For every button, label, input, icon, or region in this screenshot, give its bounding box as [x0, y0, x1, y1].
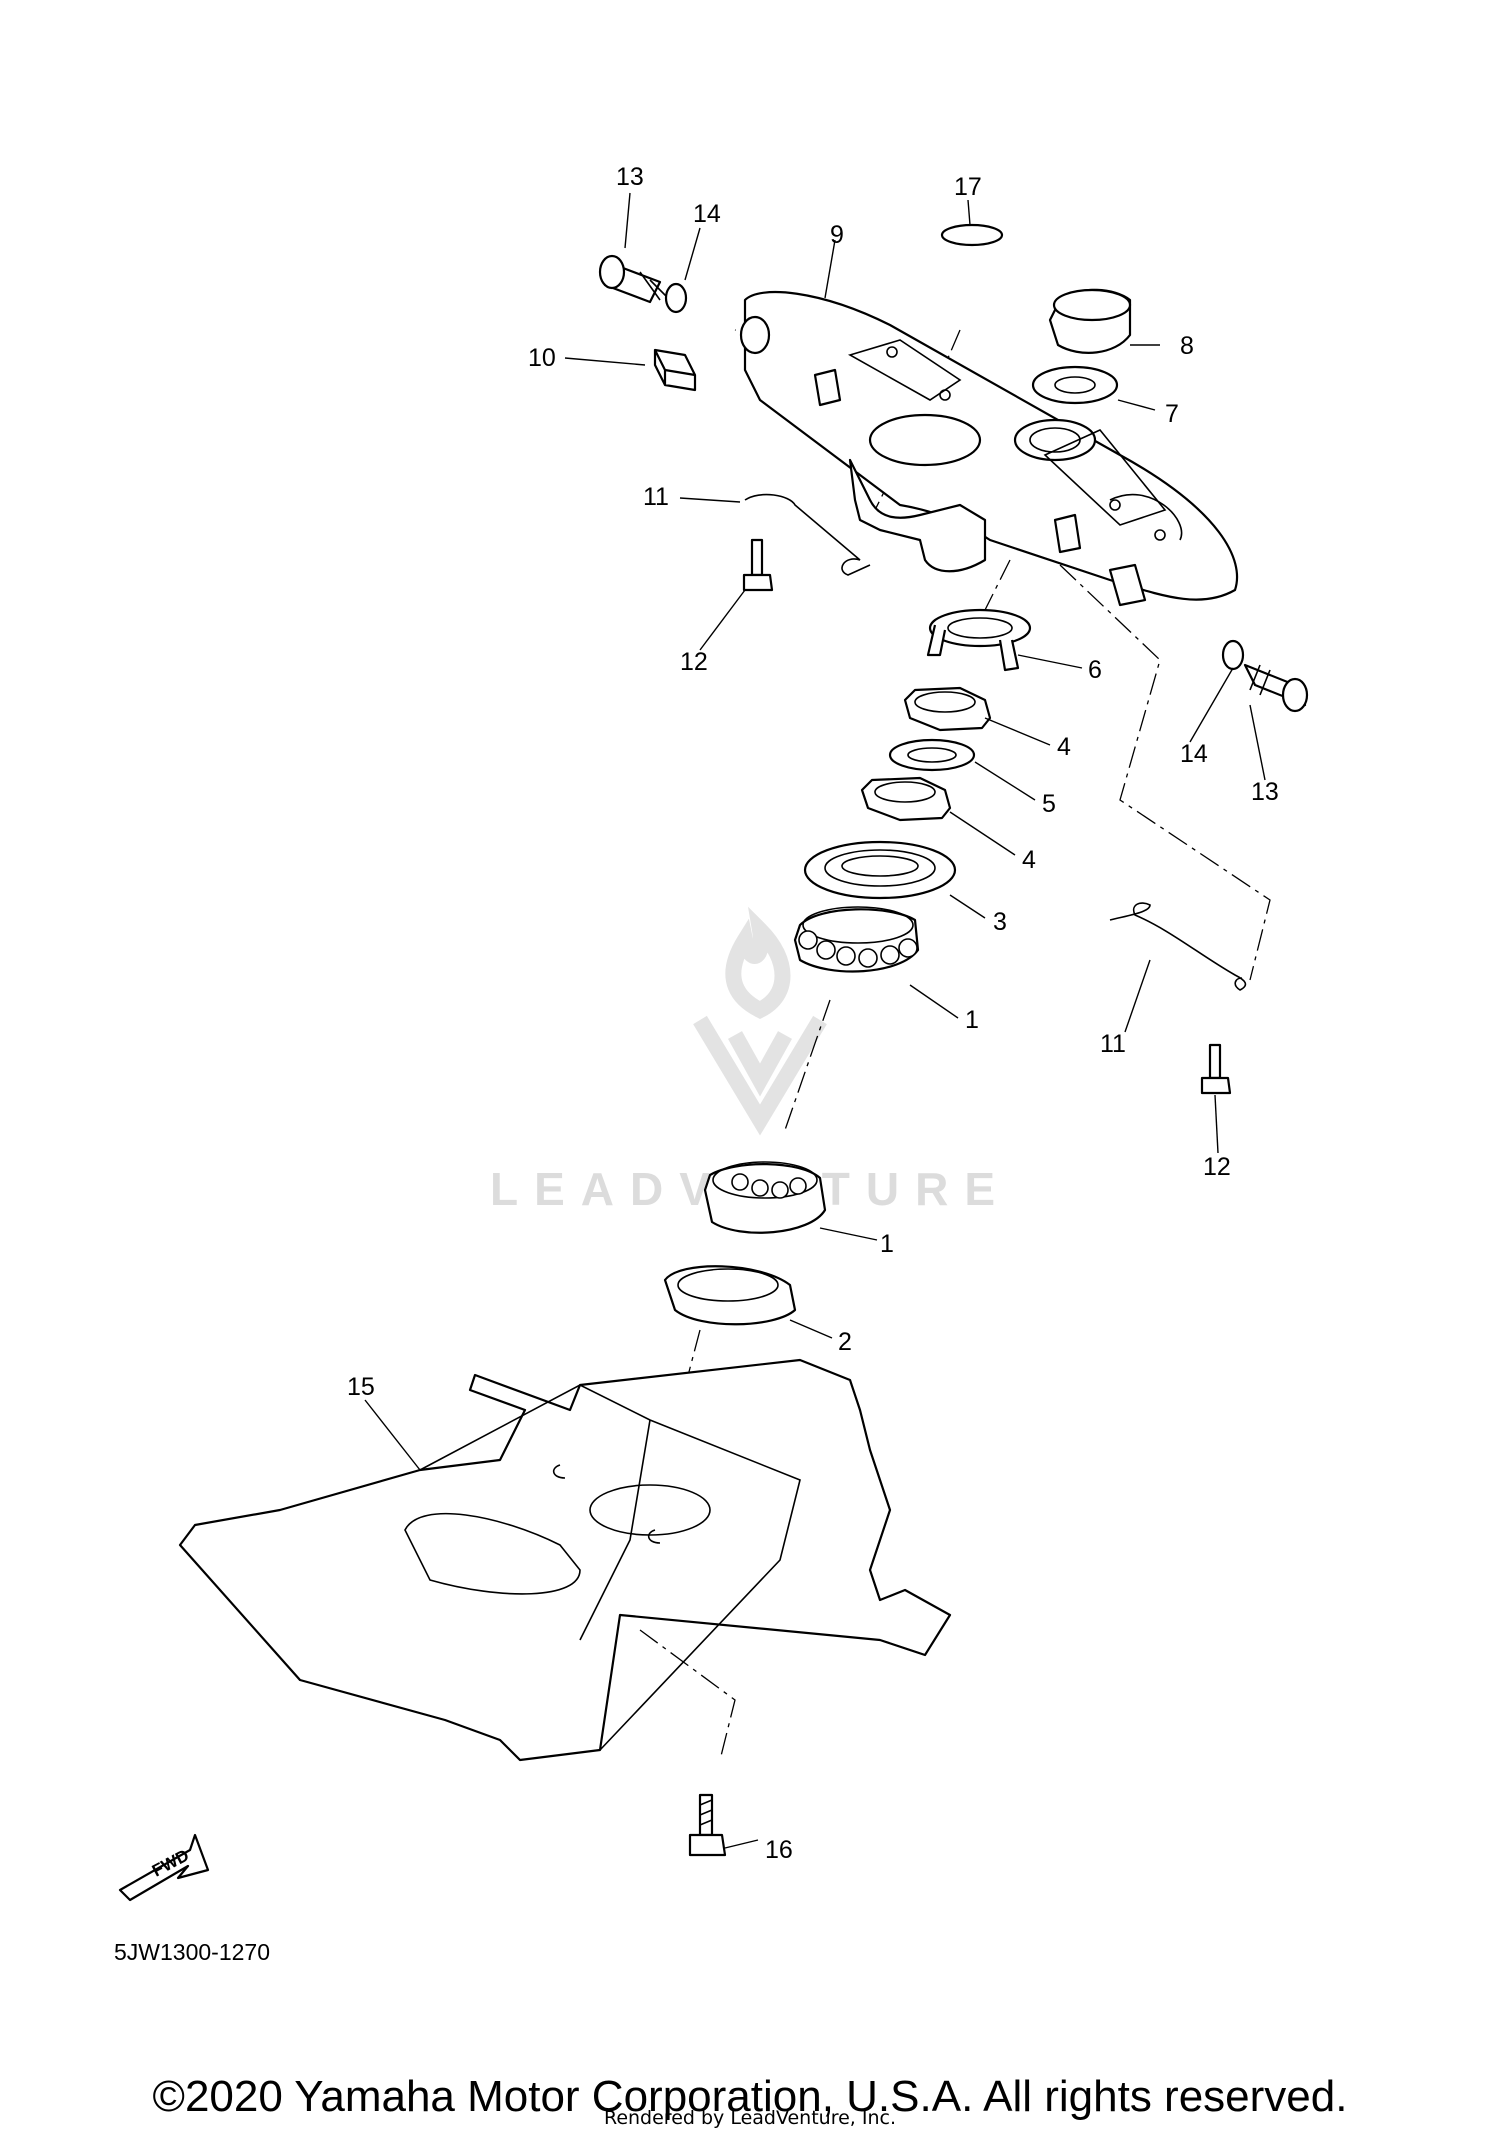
callout-17: 17	[954, 173, 982, 201]
callout-11-lower: 11	[1100, 1030, 1126, 1058]
bolt-13-right	[1243, 663, 1309, 713]
wire-clip-11-upper	[744, 493, 871, 576]
washer-14-right	[1221, 639, 1245, 671]
callout-5: 5	[1042, 790, 1056, 818]
callout-10: 10	[528, 344, 556, 372]
callout-14-right: 14	[1180, 740, 1208, 768]
ring-nut-4-upper	[903, 686, 992, 732]
diagram-code: 5JW1300-1270	[114, 1939, 270, 1965]
ring-nut-4-lower	[860, 776, 952, 822]
dust-seal-3	[803, 840, 957, 900]
callout-numbers: 13 14 9 17 8 7 10 11 12 6 14 13 4 5 4 3 …	[347, 163, 1279, 1864]
wire-clip-11-lower	[1109, 902, 1247, 991]
leader-lines	[364, 192, 1266, 1849]
bearing-1-upper	[793, 906, 920, 973]
callout-4-upper: 4	[1057, 733, 1071, 761]
callout-4-lower: 4	[1022, 846, 1036, 874]
callout-1-upper: 1	[965, 1006, 979, 1034]
callout-13-right: 13	[1251, 778, 1279, 806]
callout-16: 16	[765, 1836, 793, 1864]
upper-bracket	[739, 291, 1239, 607]
callout-3: 3	[993, 908, 1007, 936]
seal-2	[663, 1265, 797, 1326]
bearing-1-lower	[703, 1161, 827, 1234]
forward-direction-arrow: FWD	[118, 1833, 210, 1902]
callout-8: 8	[1180, 332, 1194, 360]
callout-14-left: 14	[693, 200, 721, 228]
rendered-by-notice: Rendered by LeadVenture, Inc.	[603, 2107, 897, 2129]
lock-washer-6	[926, 608, 1032, 672]
bolt-12-upper	[742, 538, 774, 592]
callout-12-lower: 12	[1203, 1153, 1231, 1181]
callout-7: 7	[1165, 400, 1179, 428]
washer-5	[888, 738, 976, 772]
callout-12-upper: 12	[680, 648, 708, 676]
callout-11-upper: 11	[643, 483, 669, 511]
copyright-notice: ©2020 Yamaha Motor Corporation, U.S.A. A…	[152, 2072, 1348, 2121]
bolt-13-left	[598, 254, 671, 304]
cap-17	[940, 223, 1004, 247]
washer-7	[1031, 365, 1119, 405]
steering-stem-nut	[1048, 288, 1132, 354]
callout-6: 6	[1088, 656, 1102, 684]
callout-1-lower: 1	[880, 1230, 894, 1258]
bolt-12-lower	[1200, 1043, 1232, 1095]
washer-14-left	[664, 282, 688, 314]
under-cover-15	[178, 1358, 952, 1762]
callout-9: 9	[830, 221, 844, 249]
callout-2: 2	[838, 1328, 852, 1356]
callout-15: 15	[347, 1373, 375, 1401]
bolt-16	[688, 1793, 727, 1857]
callout-13-left: 13	[616, 163, 644, 191]
spacer-block-10	[653, 348, 697, 392]
